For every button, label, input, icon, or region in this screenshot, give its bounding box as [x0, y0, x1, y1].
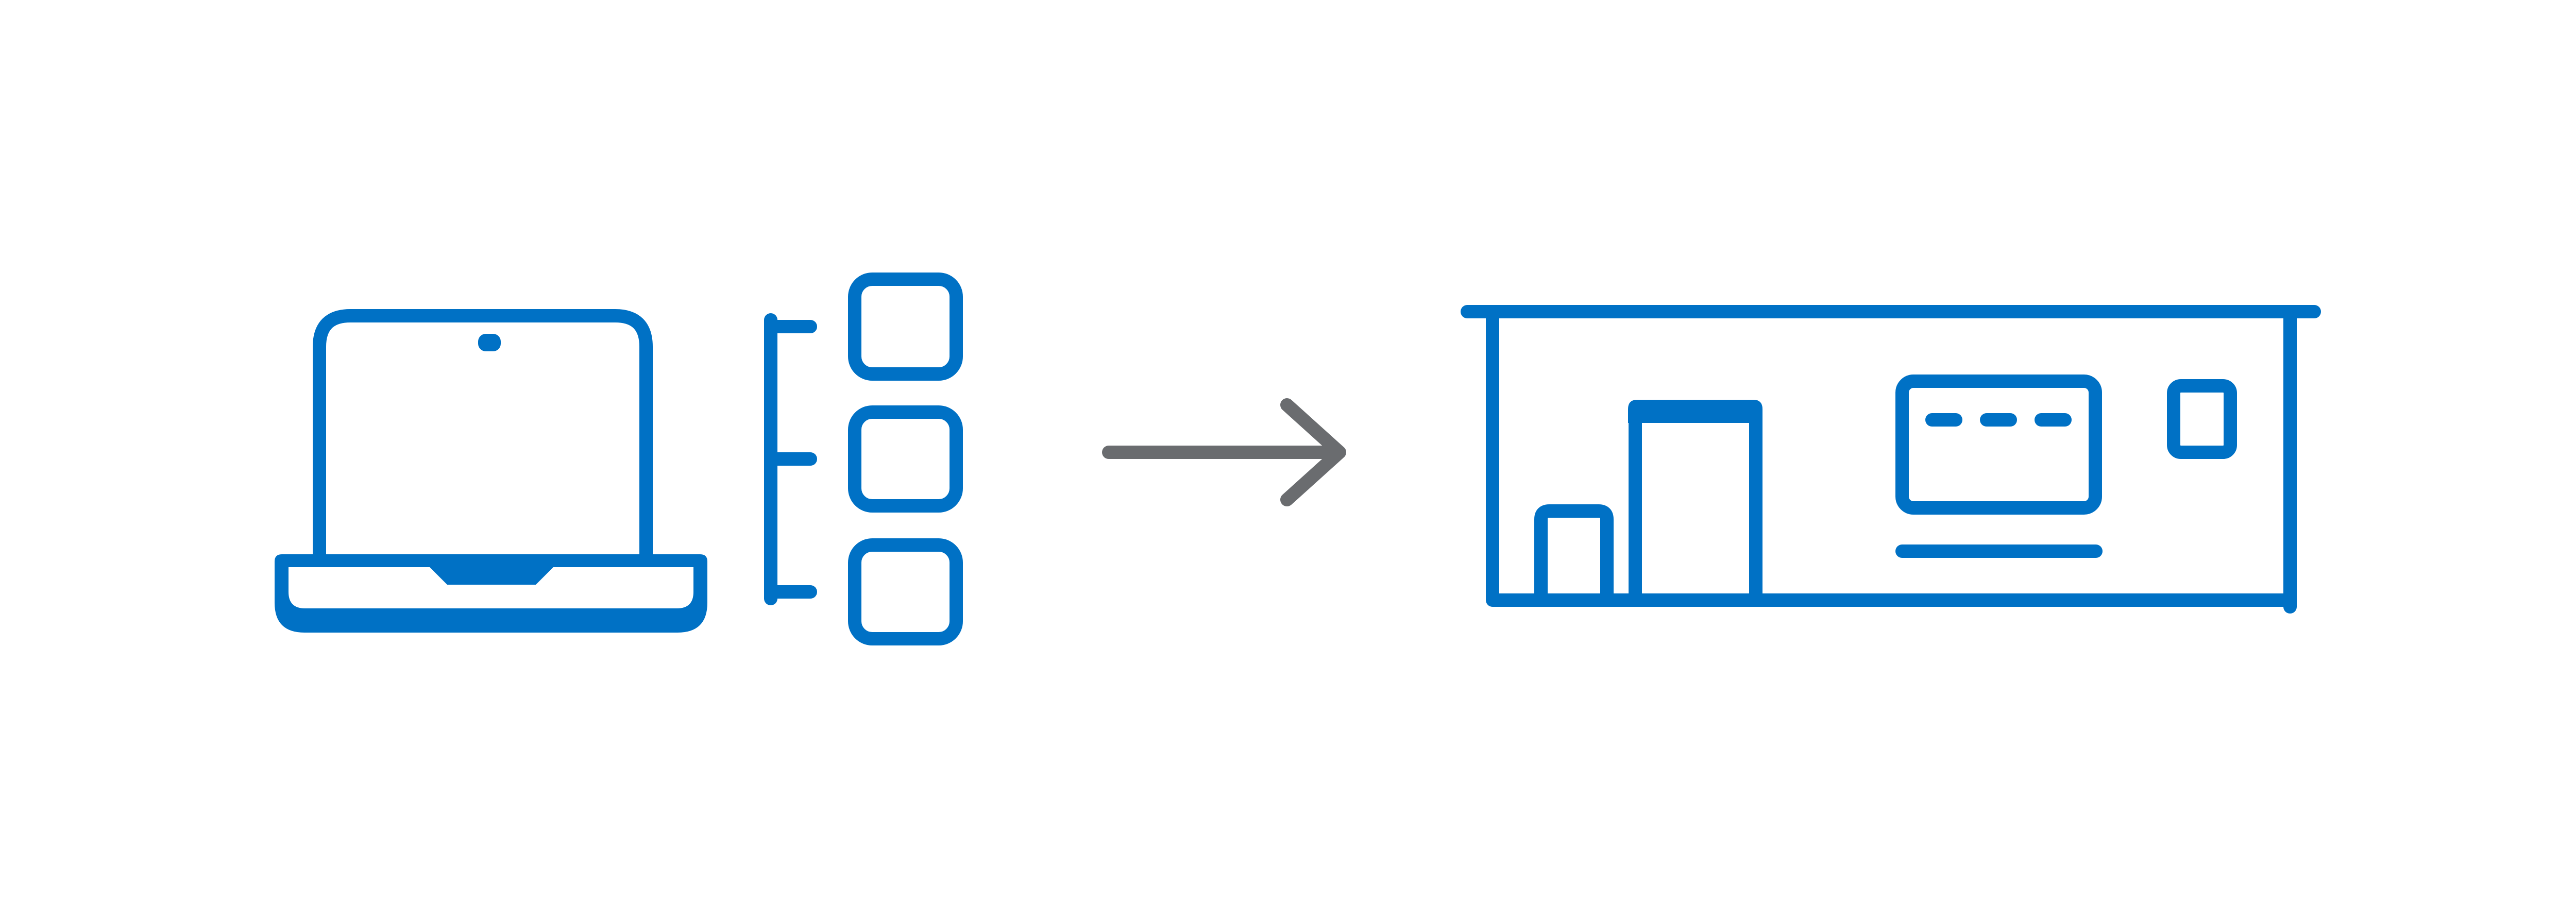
store-crate — [1534, 504, 1614, 598]
laptop-base — [275, 554, 707, 633]
laptop-screen — [313, 309, 653, 557]
hierarchy-node-box — [848, 273, 963, 381]
laptop-camera-icon — [478, 334, 501, 351]
store-icon — [1461, 305, 2321, 614]
store-window — [1895, 375, 2102, 515]
hierarchy-node-box — [848, 538, 963, 645]
laptop-icon — [275, 309, 707, 633]
arrow-right-icon — [1102, 398, 1346, 506]
store-left-wall-and-floor — [1486, 312, 2297, 607]
arrow-head — [1280, 398, 1346, 506]
store-vent — [2167, 379, 2237, 459]
hierarchy-icon — [764, 273, 963, 645]
store-door-lintel — [1628, 400, 1762, 423]
hierarchy-node-box — [848, 405, 963, 513]
